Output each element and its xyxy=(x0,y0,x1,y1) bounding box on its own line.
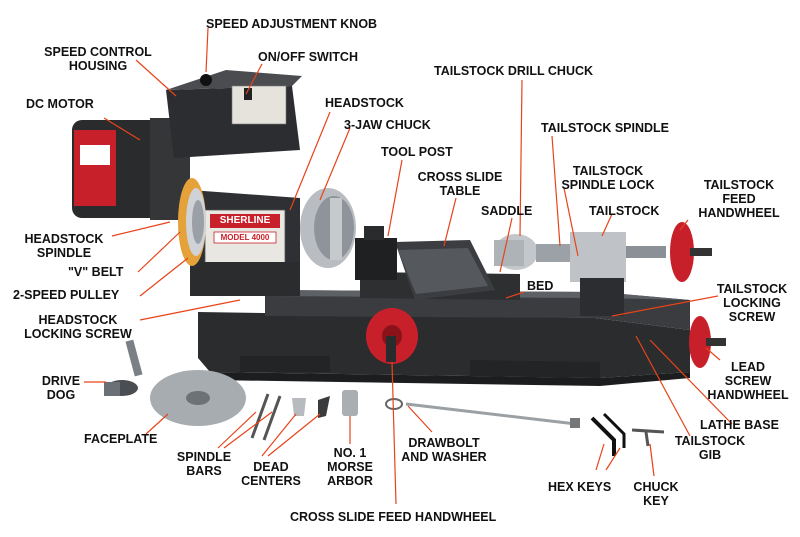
label-line: LEAD xyxy=(730,360,766,374)
label-line: FEED xyxy=(722,192,756,206)
label-line: SPINDLE xyxy=(36,246,92,260)
label-tailstock-gib: TAILSTOCK GIB xyxy=(668,434,752,462)
label-line: ARBOR xyxy=(327,474,373,488)
label-line: HEADSTOCK xyxy=(24,232,104,246)
spindle-bars xyxy=(250,393,282,441)
label-line: HANDWHEEL xyxy=(707,388,789,402)
label-line: TAILSTOCK xyxy=(716,282,788,296)
label-tool-post: TOOL POST xyxy=(381,145,453,159)
hex-keys xyxy=(590,412,626,456)
leader-lines xyxy=(84,27,733,505)
label-headstock-locking-screw: HEADSTOCK LOCKING SCREW xyxy=(18,313,138,341)
tailstock-drill-chuck xyxy=(494,234,572,270)
label-bed: BED xyxy=(527,279,554,293)
label-tailstock-spindle-lock: TAILSTOCK SPINDLE LOCK xyxy=(557,164,659,192)
label-line: SPINDLE LOCK xyxy=(561,178,655,192)
label-faceplate: FACEPLATE xyxy=(84,432,158,446)
label-hex-keys: HEX KEYS xyxy=(548,480,612,494)
label-spindle-bars: SPINDLE BARS xyxy=(172,450,236,478)
headstock xyxy=(190,190,300,296)
label-headstock-spindle: HEADSTOCK SPINDLE xyxy=(16,232,112,260)
headstock-brand-plate: SHERLINE xyxy=(219,215,271,226)
faceplate xyxy=(150,370,246,426)
label-on-off-switch: ON/OFF SWITCH xyxy=(258,50,358,64)
label-tailstock-locking-screw: TAILSTOCK LOCKING SCREW xyxy=(712,282,792,324)
on-off-switch-icon xyxy=(244,88,252,100)
label-line: SCREW xyxy=(728,310,776,324)
label-line: TAILSTOCK xyxy=(674,434,746,448)
tailstock-spindle xyxy=(536,244,572,262)
chuck-key xyxy=(631,428,665,447)
label-line: SPINDLE xyxy=(176,450,232,464)
label-dc-motor: DC MOTOR xyxy=(26,97,94,111)
label-line: LOCKING SCREW xyxy=(24,327,132,341)
label-drawbolt-and-washer: DRAWBOLT AND WASHER xyxy=(396,436,492,464)
label-line: AND WASHER xyxy=(401,450,487,464)
cross-slide-feed-handwheel xyxy=(366,308,418,364)
label-saddle: SADDLE xyxy=(481,204,533,218)
label-line: BARS xyxy=(186,464,222,478)
morse-arbor xyxy=(342,390,358,416)
label-chuck-key: CHUCK KEY xyxy=(626,480,686,508)
label-line: KEY xyxy=(643,494,669,508)
label-dead-centers: DEAD CENTERS xyxy=(236,460,306,488)
lead-screw-handwheel xyxy=(689,316,726,368)
label-speed-adjustment-knob: SPEED ADJUSTMENT KNOB xyxy=(206,17,378,31)
label-line: HOUSING xyxy=(68,59,128,73)
dc-motor xyxy=(72,118,190,220)
speed-control-housing xyxy=(166,70,302,158)
label-line: MORSE xyxy=(327,460,373,474)
label-line: TABLE xyxy=(439,184,481,198)
label-line: DEAD xyxy=(253,460,289,474)
dead-centers xyxy=(292,396,330,418)
label-line: TAILSTOCK xyxy=(572,164,644,178)
drawbolt-and-washer xyxy=(385,398,580,428)
label-line: NO. 1 xyxy=(333,446,367,460)
label-line: DOG xyxy=(46,388,76,402)
label-headstock: HEADSTOCK xyxy=(325,96,404,110)
label-line: TAILSTOCK xyxy=(703,178,775,192)
label-line: DRAWBOLT xyxy=(408,436,480,450)
label-drive-dog: DRIVE DOG xyxy=(36,374,86,402)
label-tailstock-spindle: TAILSTOCK SPINDLE xyxy=(541,121,670,135)
label-cross-slide-feed-handwheel: CROSS SLIDE FEED HANDWHEEL xyxy=(290,510,497,524)
label-line: LOCKING xyxy=(723,296,781,310)
label-morse-arbor: NO. 1 MORSE ARBOR xyxy=(318,446,382,488)
label-line: CROSS SLIDE xyxy=(417,170,503,184)
tool-post xyxy=(355,226,397,280)
label-lead-screw-handwheel: LEAD SCREW HANDWHEEL xyxy=(706,360,790,402)
label-v-belt: "V" BELT xyxy=(68,265,124,279)
cross-slide-table xyxy=(395,240,495,300)
label-speed-control-housing: SPEED CONTROL HOUSING xyxy=(38,45,158,73)
tailstock-feed-handwheel xyxy=(670,222,712,282)
label-line: CHUCK xyxy=(633,480,679,494)
label-lathe-base: LATHE BASE xyxy=(700,418,779,432)
speed-adjustment-knob-icon xyxy=(200,74,212,86)
label-line: CENTERS xyxy=(241,474,301,488)
label-tailstock: TAILSTOCK xyxy=(589,204,660,218)
label-line: DRIVE xyxy=(41,374,81,388)
lathe-base xyxy=(198,312,690,386)
two-speed-pulley xyxy=(178,178,206,266)
label-line: SPEED CONTROL xyxy=(44,45,152,59)
three-jaw-chuck xyxy=(300,188,356,268)
label-cross-slide-table: CROSS SLIDE TABLE xyxy=(415,170,505,198)
label-three-jaw-chuck: 3-JAW CHUCK xyxy=(344,118,431,132)
headstock-model-plate: MODEL 4000 xyxy=(220,233,270,242)
label-tailstock-drill-chuck: TAILSTOCK DRILL CHUCK xyxy=(434,64,594,78)
label-tailstock-feed-handwheel: TAILSTOCK FEED HANDWHEEL xyxy=(693,178,785,220)
label-two-speed-pulley: 2-SPEED PULLEY xyxy=(13,288,120,302)
tailstock xyxy=(570,232,666,316)
drive-dog xyxy=(104,339,143,396)
label-line: GIB xyxy=(698,448,722,462)
label-line: SCREW xyxy=(724,374,772,388)
label-line: HANDWHEEL xyxy=(698,206,780,220)
label-line: HEADSTOCK xyxy=(38,313,118,327)
